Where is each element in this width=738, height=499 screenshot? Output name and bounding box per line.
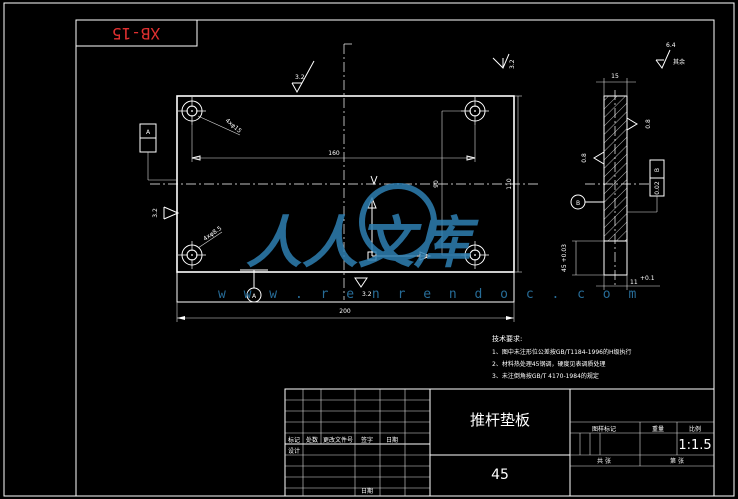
dim-bottom-tol: 45 +0.03: [561, 244, 568, 272]
title-block: 标记 处数 更改文件号 签字 日期 设计 日期 推杆垫板 45 图样标记 重量 …: [284, 388, 715, 497]
svg-text:A: A: [146, 129, 151, 136]
weight-label: 重量: [652, 425, 664, 433]
sheet-total: 共 张: [597, 457, 611, 465]
row-label-mark: 标记: [288, 436, 300, 444]
hole-top-left: [178, 97, 206, 125]
designer-label: 设计: [288, 447, 300, 455]
watermark: 人人文库 w w w . r e n r e n d o c . c o m: [218, 183, 641, 302]
row-label-sign: 签字: [361, 436, 373, 444]
tech-item-1: 1、图中未注形位公差按GB/T1184-1996的H级执行: [492, 348, 632, 356]
drawing-number-box: [75, 19, 198, 47]
watermark-cn: 人人文库: [246, 210, 479, 276]
section-lower: [603, 240, 628, 276]
watermark-logo: [359, 183, 437, 261]
material: 45: [491, 467, 509, 483]
row-label-count: 处数: [306, 436, 318, 444]
stage-mark-label: 图样标记: [592, 425, 616, 433]
drawing-number: XB-15: [112, 24, 160, 43]
hole-bottom-left: [178, 241, 206, 269]
plate-bottom-edge: [176, 271, 515, 303]
row-label-date: 日期: [386, 436, 398, 444]
roughness-left: 3.2: [152, 208, 159, 218]
dim-depth: 11: [630, 279, 638, 286]
roughness-general: 6.4: [666, 42, 676, 49]
dim-hole-pitch-y: 90: [433, 180, 440, 188]
tech-title: 技术要求:: [492, 334, 522, 343]
dim-width: 110: [506, 178, 513, 190]
svg-text:B: B: [654, 168, 661, 172]
tech-item-3: 3、未注倒角按GB/T 4170-1984的规定: [492, 372, 599, 380]
tech-requirements: 技术要求: 1、图中未注形位公差按GB/T1184-1996的H级执行 2、材料…: [492, 334, 632, 380]
roughness-general-note: 其余: [673, 58, 685, 66]
roughness-right: 0.8: [645, 119, 652, 129]
section-hatched: [603, 95, 628, 242]
tech-item-2: 2、材料热处理45钢调，硬度见表调质处理: [492, 360, 605, 368]
svg-text:0.02: 0.02: [654, 181, 661, 195]
svg-text:A: A: [252, 293, 257, 300]
scale-value: 1:1.5: [678, 438, 711, 453]
roughness-left-side: 0.8: [581, 153, 588, 163]
sheet-number: 第 张: [670, 457, 684, 465]
roughness-top: 3.2: [295, 74, 305, 81]
roughness-corner: 3.2: [509, 59, 516, 69]
side-view: 15 6.4 其余 0.8 0.8 B 0.02 B 45 +0.03 11 +…: [561, 42, 685, 290]
dim-length: 200: [339, 308, 351, 315]
svg-text:B: B: [576, 200, 580, 207]
watermark-url: w w w . r e n r e n d o c . c o m: [218, 287, 641, 302]
dim-thickness: 15: [611, 73, 619, 80]
dim-hole-pitch-x: 160: [328, 150, 340, 157]
main-view: 160 90 110 200 4xφ15 4xφ8.5 3.2 3.2: [139, 43, 540, 322]
row-label-doc: 更改文件号: [323, 436, 353, 444]
scale-label: 比例: [689, 425, 701, 433]
date-label: 日期: [361, 487, 373, 495]
hole-callout-bottom: 4xφ8.5: [202, 225, 223, 243]
dim-depth-tol: +0.1: [640, 275, 655, 282]
roughness-bottom: 3.2: [362, 291, 372, 298]
part-name: 推杆垫板: [470, 411, 530, 429]
